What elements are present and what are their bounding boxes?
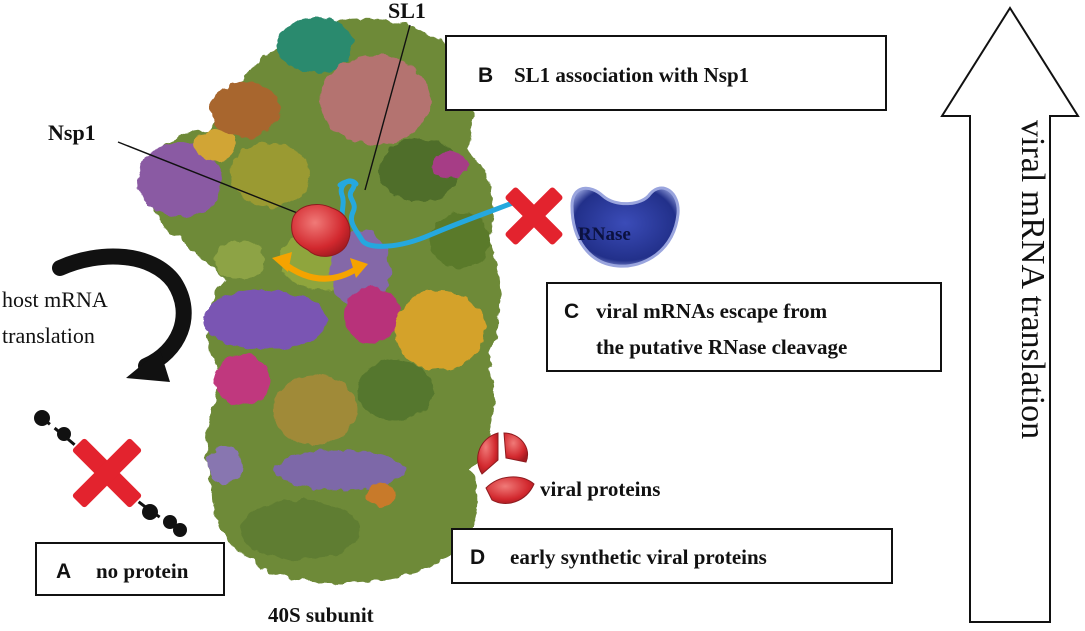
domain-brown [210, 82, 280, 138]
box-b-text: SL1 association with Nsp1 [514, 63, 749, 87]
box-a-letter: A [56, 560, 71, 583]
orange-double-arrow [272, 252, 368, 282]
box-d-letter: D [470, 546, 485, 569]
domain-olive-left [215, 240, 265, 280]
box-d: D early synthetic viral proteins [451, 528, 893, 584]
domain-khaki [273, 375, 357, 445]
domain-lavender-low [275, 450, 405, 490]
domain-gold-right [395, 290, 485, 370]
rnase-label: RNase [578, 224, 631, 245]
box-c-letter: C [564, 300, 579, 323]
box-b-letter: B [478, 64, 493, 87]
domain-teal [277, 17, 353, 73]
mrna-line [337, 178, 523, 249]
host-translation-arrow [52, 248, 192, 382]
box-b: B SL1 association with Nsp1 [445, 35, 887, 111]
domain-moss-bottom [240, 500, 360, 560]
sl1-label: SL1 [388, 0, 426, 23]
vertical-arrow-outline [940, 6, 1080, 623]
domain-orange-low [365, 483, 395, 507]
box-d-text: early synthetic viral proteins [510, 545, 767, 569]
domain-magenta-mid [344, 287, 400, 343]
sl1-leader-line [364, 24, 411, 191]
viral-protein-fragments-icon [477, 432, 535, 504]
nsp1-leader-line [117, 141, 311, 219]
no-protein-cross-icon [72, 438, 142, 508]
nsp1-protein [291, 204, 351, 257]
box-a-text: no protein [96, 559, 189, 583]
subunit-label: 40S subunit [268, 603, 374, 627]
domain-olive-mid [230, 143, 310, 207]
box-c: C viral mRNAs escape from the putative R… [546, 282, 942, 372]
domain-gold-upper [195, 129, 235, 161]
host-label-line1: host mRNA [2, 287, 108, 312]
domain-green-right [430, 212, 490, 268]
nsp1-label: Nsp1 [48, 120, 96, 145]
domain-purple-left [138, 142, 222, 218]
red-cross-icon [505, 187, 563, 245]
domain-magenta-low [215, 354, 271, 406]
box-c-line1: viral mRNAs escape from [596, 299, 828, 323]
domain-dark-green-2 [357, 360, 433, 420]
viral-proteins-label: viral proteins [540, 477, 660, 501]
rnase-enzyme [570, 186, 680, 268]
domain-mauve [320, 55, 430, 145]
domain-purple-wide [203, 290, 327, 350]
vertical-arrow-label: viral mRNA translation [1014, 120, 1051, 439]
box-c-line2: the putative RNase cleavage [596, 335, 847, 359]
domain-lavender-left [207, 447, 243, 483]
host-label-line2: translation [2, 323, 95, 348]
domain-magenta-top [432, 151, 468, 179]
box-a: A no protein [35, 542, 225, 596]
